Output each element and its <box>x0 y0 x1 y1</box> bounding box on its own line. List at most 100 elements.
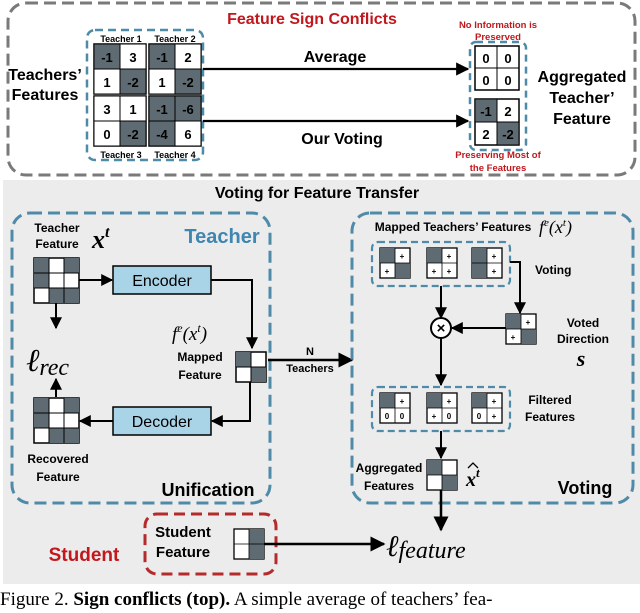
average-result-matrix: 0 0 0 0 <box>474 45 520 91</box>
matrix-cell: -4 <box>156 127 168 142</box>
matrix-cell: -2 <box>127 127 139 142</box>
s-symbol: s <box>576 346 586 371</box>
no-information-label-1: No Information is <box>459 20 537 31</box>
unification-label: Unification <box>162 480 255 500</box>
aggregated-label-3: Feature <box>553 111 611 128</box>
bottom-panel-title: Voting for Feature Transfer <box>215 185 419 202</box>
matrix-cell: 0 <box>482 51 489 66</box>
caption-prefix: Figure 2. <box>0 589 69 610</box>
mapped-teachers-features-label: Mapped Teachers’ Features <box>375 220 532 234</box>
student-feature-label-2: Feature <box>156 544 210 561</box>
aggregated-features-label-2: Features <box>364 479 414 493</box>
student-feature-grid <box>233 528 265 560</box>
hat-mark <box>467 462 479 469</box>
matrix-cell: 2 <box>504 104 511 119</box>
mapped-to-decoder-arrow <box>210 382 251 427</box>
teacher-3-label: Teacher 3 <box>100 150 141 160</box>
matrix-cell: -1 <box>101 50 113 65</box>
lrec-symbol: ℓrec <box>26 342 69 381</box>
teacher-title: Teacher <box>184 226 259 248</box>
filtered-features-label-1: Filtered <box>528 393 571 407</box>
fe-xt-symbol-voting: fe(xt) <box>539 217 572 238</box>
matrix-teacher-3: 3 1 0 -2 <box>93 95 147 147</box>
aggregated-label-1: Aggregated <box>538 69 627 86</box>
caption-bold: Sign conflicts (top). <box>73 589 231 610</box>
sign-mark: 0 <box>477 412 482 421</box>
matrix-cell: 1 <box>129 102 136 117</box>
filtered-feature-grid: + 0 + <box>471 392 503 424</box>
voted-direction-label-1: Voted <box>567 316 599 330</box>
matrix-cell: 1 <box>103 75 110 90</box>
matrix-teacher-4: -1 -6 -4 6 <box>148 95 202 147</box>
multiply-symbol: × <box>437 320 446 337</box>
matrix-cell: 0 <box>482 73 489 88</box>
mapped-teacher-grid: + + <box>471 247 503 279</box>
no-information-label-2: Preserved <box>475 32 521 43</box>
sign-mark: + <box>511 333 516 342</box>
teachers-features-label-2: Features <box>12 87 79 104</box>
teachers-features-label-1: Teachers’ <box>8 67 82 84</box>
matrix-cell: -2 <box>182 75 194 90</box>
mapped-feature-label-1: Mapped <box>177 350 222 364</box>
sign-mark: + <box>492 267 497 276</box>
matrix-cell: -2 <box>502 127 514 142</box>
aggregated-features-label-1: Aggregated <box>356 461 423 475</box>
result-matrices-group <box>468 40 528 152</box>
matrix-cell: 6 <box>184 127 191 142</box>
sign-mark: + <box>400 397 405 406</box>
recovered-feature-grid <box>33 397 80 444</box>
decoder-label: Decoder <box>132 414 193 431</box>
matrix-cell: 3 <box>103 102 110 117</box>
voting-box <box>350 211 635 505</box>
fe-xt-symbol: fe(xt) <box>172 321 207 345</box>
matrix-cell: -6 <box>182 102 194 117</box>
matrix-cell: -2 <box>127 75 139 90</box>
sign-mark: 0 <box>385 412 390 421</box>
encoder-box <box>112 265 212 295</box>
decoder-box <box>112 406 212 436</box>
filtered-feature-grid: + + 0 <box>426 392 458 424</box>
mapped-teacher-grid: + + <box>379 247 411 279</box>
filtered-features-label-2: Features <box>525 410 575 424</box>
sign-mark: + <box>432 267 437 276</box>
teacher-1-label: Teacher 1 <box>100 34 141 44</box>
matrix-cell: 2 <box>184 50 191 65</box>
matrix-cell: 0 <box>103 127 110 142</box>
teacher-4-label: Teacher 4 <box>154 150 195 160</box>
voting-title: Voting <box>558 478 613 498</box>
caption-rest: A simple average of teachers’ fea- <box>233 589 493 610</box>
our-voting-label: Our Voting <box>301 131 382 148</box>
figure-diagram: Feature Sign Conflicts Teachers’ Feature… <box>3 1 640 584</box>
teacher-feature-grid <box>33 257 80 304</box>
teachers-count-label: Teachers <box>286 363 334 375</box>
encoder-to-mapped-arrow <box>211 279 258 350</box>
sign-mark: 0 <box>400 412 405 421</box>
mapped-feature-grid <box>235 351 267 383</box>
xhat-symbol: xt <box>465 465 480 491</box>
teacher-feature-label-1: Teacher <box>34 221 79 235</box>
bottom-panel-background <box>3 180 640 584</box>
top-panel-title: Feature Sign Conflicts <box>227 11 397 28</box>
mapped-feature-label-2: Feature <box>178 368 222 382</box>
sign-mark: + <box>526 318 531 327</box>
matrix-cell: -1 <box>156 102 168 117</box>
teacher-2-label: Teacher 2 <box>154 34 195 44</box>
voting-arrow-down <box>510 261 526 315</box>
sign-mark: + <box>447 267 452 276</box>
matrix-cell: 2 <box>482 127 489 142</box>
sign-mark: + <box>492 412 497 421</box>
unification-box <box>10 211 272 505</box>
recovered-feature-label-1: Recovered <box>27 452 88 466</box>
sign-mark: + <box>447 252 452 261</box>
filtered-feature-grid: + 0 0 <box>379 392 411 424</box>
teacher-feature-label-2: Feature <box>35 237 79 251</box>
voted-direction-grid: + + <box>505 313 537 345</box>
teacher-matrices-group <box>85 28 205 162</box>
sign-mark: + <box>447 397 452 406</box>
sign-mark: + <box>385 267 390 276</box>
sign-mark: + <box>400 252 405 261</box>
matrix-cell: 0 <box>504 73 511 88</box>
student-feature-label-1: Student <box>155 524 211 541</box>
sign-mark: + <box>492 397 497 406</box>
average-label: Average <box>304 49 367 66</box>
